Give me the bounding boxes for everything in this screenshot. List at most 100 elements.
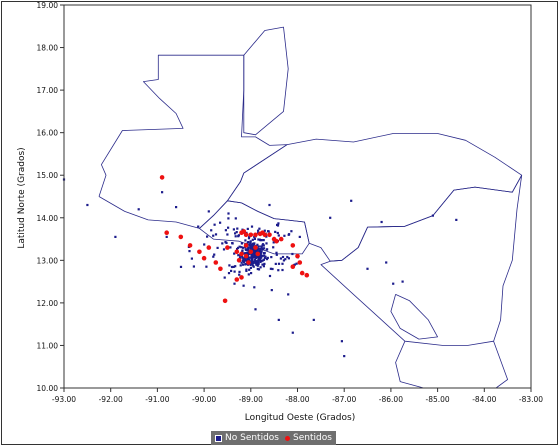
point-sentidos [225,245,230,250]
point-no-sentidos [246,251,249,254]
point-sentidos [260,230,265,235]
point-no-sentidos [179,265,183,268]
point-sentidos [243,253,249,259]
border-belize [243,26,289,136]
point-sentidos [297,260,303,265]
point-no-sentidos [161,191,164,194]
point-no-sentidos [239,264,242,267]
point-no-sentidos [248,256,251,259]
point-no-sentidos [385,261,388,264]
point-sentidos [248,232,254,238]
point-sentidos [234,277,240,282]
point-no-sentidos [262,265,265,268]
point-no-sentidos [288,233,291,236]
point-no-sentidos [263,229,266,232]
point-no-sentidos [248,258,251,261]
point-no-sentidos [244,239,247,242]
point-no-sentidos [257,268,261,271]
y-tick-label: 19.00 [37,1,59,10]
border-nicaragua [320,175,523,346]
point-no-sentidos [253,258,257,261]
legend-item-no-sentidos: No Sentidos [215,433,279,443]
point-sentidos [178,234,184,240]
point-no-sentidos [257,229,260,232]
point-no-sentidos [290,230,293,233]
x-tick-label: -93.00 [52,395,76,404]
point-no-sentidos [366,267,369,270]
country-borders [98,26,523,389]
point-no-sentidos [247,251,250,254]
point-no-sentidos [248,235,251,238]
point-sentidos [255,251,261,257]
point-no-sentidos [235,231,238,234]
point-no-sentidos [343,355,346,358]
x-tick-label: -89.00 [239,395,263,404]
point-no-sentidos [256,267,259,271]
point-no-sentidos [219,221,222,224]
point-no-sentidos [251,258,254,261]
point-no-sentidos [259,249,262,252]
point-sentidos [243,232,249,238]
point-no-sentidos [236,247,239,251]
x-tick-label: -90.00 [192,395,216,404]
point-no-sentidos [252,265,255,268]
point-no-sentidos [263,256,266,260]
point-no-sentidos [249,266,252,269]
point-no-sentidos [262,258,265,261]
point-no-sentidos [233,270,236,273]
point-no-sentidos [455,218,458,221]
point-no-sentidos [264,255,267,258]
point-no-sentidos [260,251,263,254]
point-no-sentidos [277,222,280,225]
point-no-sentidos [250,243,253,246]
point-sentidos [234,249,240,255]
point-no-sentidos [249,242,252,245]
point-no-sentidos [205,265,208,268]
y-tick-label: 15.00 [37,171,59,180]
point-no-sentidos [227,226,230,229]
point-no-sentidos [275,251,278,254]
point-no-sentidos [256,256,259,259]
point-no-sentidos [249,263,252,266]
point-no-sentidos [197,225,200,228]
point-no-sentidos [137,208,140,211]
point-no-sentidos [277,234,280,237]
point-no-sentidos [257,259,260,262]
point-no-sentidos [234,265,237,268]
point-no-sentidos [272,241,275,244]
point-no-sentidos [276,224,280,227]
point-no-sentidos [253,252,256,255]
point-no-sentidos [263,262,266,265]
point-no-sentidos [254,308,257,311]
point-no-sentidos [249,240,252,243]
point-no-sentidos [212,234,215,237]
point-no-sentidos [293,263,296,266]
legend-label-no-sentidos: No Sentidos [225,433,279,443]
point-no-sentidos [241,263,244,266]
point-no-sentidos [250,225,254,228]
point-sentidos [187,243,193,248]
point-no-sentidos [213,223,216,226]
point-no-sentidos [287,257,290,260]
point-no-sentidos [252,244,255,247]
point-sentidos [213,260,219,265]
x-tick-label: -92.00 [99,395,123,404]
point-no-sentidos [279,257,282,260]
point-no-sentidos [275,253,278,256]
point-no-sentidos [257,258,260,261]
point-no-sentidos [252,255,255,258]
point-no-sentidos [266,248,269,251]
point-no-sentidos [380,220,383,224]
point-sentidos [206,245,212,250]
point-no-sentidos [260,239,263,242]
point-no-sentidos [226,233,229,236]
y-tick-label: 14.00 [37,214,59,223]
point-no-sentidos [227,217,230,220]
point-no-sentidos [234,217,237,220]
point-no-sentidos [253,235,256,238]
point-no-sentidos [234,232,237,235]
point-sentidos [290,243,296,248]
point-sentidos [222,298,228,304]
